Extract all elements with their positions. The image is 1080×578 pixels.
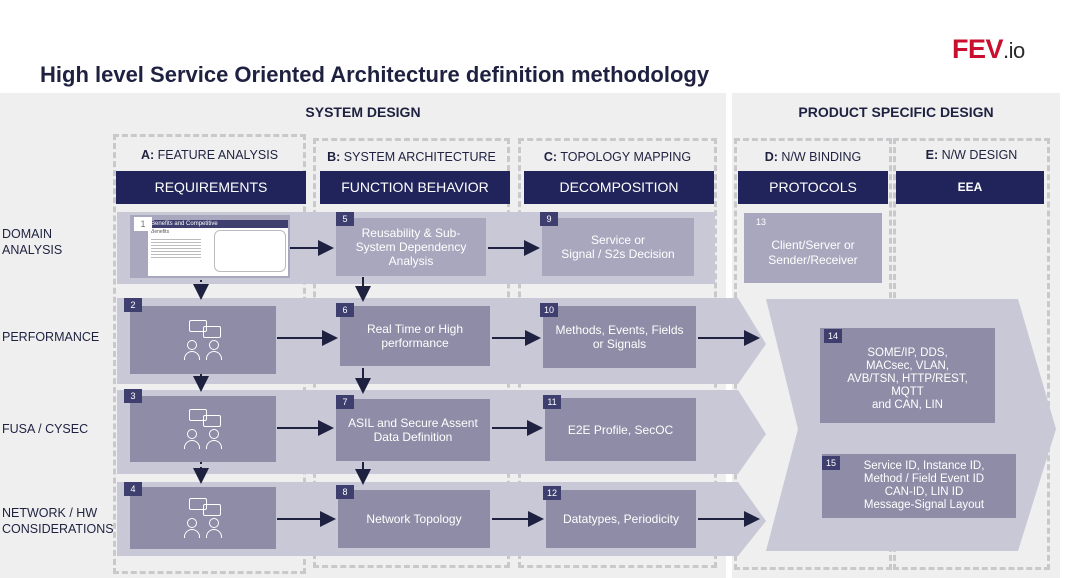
- column-a-header: A: FEATURE ANALYSIS: [140, 148, 279, 162]
- column-b-header: B: SYSTEM ARCHITECTURE: [327, 150, 496, 164]
- step-14-number: 14: [824, 329, 842, 343]
- step-15-box: Service ID, Instance ID, Method / Field …: [822, 454, 1016, 518]
- row-label-performance: PERFORMANCE: [2, 330, 100, 344]
- page-title: High level Service Oriented Architecture…: [40, 62, 710, 87]
- step-5-number: 5: [336, 212, 354, 226]
- column-c-header: C: TOPOLOGY MAPPING: [543, 150, 692, 164]
- step-3-box: [130, 396, 276, 462]
- step-10-number: 10: [540, 303, 558, 317]
- eea-bar: EEA: [896, 171, 1044, 204]
- step-11-box: E2E Profile, SecOC: [545, 398, 696, 461]
- step-14-box: SOME/IP, DDS, MACsec, VLAN, AVB/TSN, HTT…: [820, 328, 995, 423]
- step-2-number: 2: [124, 298, 142, 312]
- decomposition-bar: DECOMPOSITION: [524, 171, 714, 204]
- users-chat-icon: [183, 407, 223, 451]
- thumbnail-subtitle: Benefits: [151, 229, 170, 235]
- users-chat-icon: [183, 496, 223, 540]
- step-13-number: 13: [755, 217, 766, 227]
- step-11-number: 11: [543, 395, 561, 409]
- logo-suffix: .io: [1003, 38, 1025, 63]
- step-7-number: 7: [336, 395, 354, 409]
- step-15-number: 15: [822, 456, 840, 470]
- fev-logo: FEV.io: [952, 34, 1025, 65]
- users-chat-icon: [183, 318, 223, 362]
- step-4-box: [130, 487, 276, 549]
- step-1-thumbnail: Benefits and Competitive Benefits: [148, 220, 288, 276]
- system-design-header: SYSTEM DESIGN: [305, 104, 421, 120]
- protocols-bar: PROTOCOLS: [738, 171, 888, 204]
- step-6-number: 6: [336, 303, 354, 317]
- row-label-fusa-cysec: FUSA / CYSEC: [2, 422, 89, 436]
- product-design-header: PRODUCT SPECIFIC DESIGN: [798, 104, 994, 120]
- step-4-number: 4: [124, 482, 142, 496]
- column-d-header: D: N/W BINDING: [764, 150, 862, 164]
- step-9-number: 9: [540, 212, 558, 226]
- step-8-box: Network Topology: [338, 490, 490, 548]
- step-3-number: 3: [124, 389, 142, 403]
- step-12-number: 12: [543, 486, 561, 500]
- column-e-header: E: N/W DESIGN: [925, 148, 1018, 162]
- requirements-bar: REQUIREMENTS: [116, 171, 306, 204]
- step-1-number: 1: [134, 217, 152, 231]
- thumbnail-lines: [151, 237, 201, 259]
- function-behavior-bar: FUNCTION BEHAVIOR: [320, 171, 510, 204]
- step-2-box: [130, 306, 276, 374]
- step-12-box: Datatypes, Periodicity: [546, 490, 696, 548]
- logo-brand: FEV: [952, 34, 1004, 64]
- step-8-number: 8: [336, 485, 354, 499]
- thumbnail-diagram: [214, 230, 286, 272]
- thumbnail-title: Benefits and Competitive: [148, 220, 288, 228]
